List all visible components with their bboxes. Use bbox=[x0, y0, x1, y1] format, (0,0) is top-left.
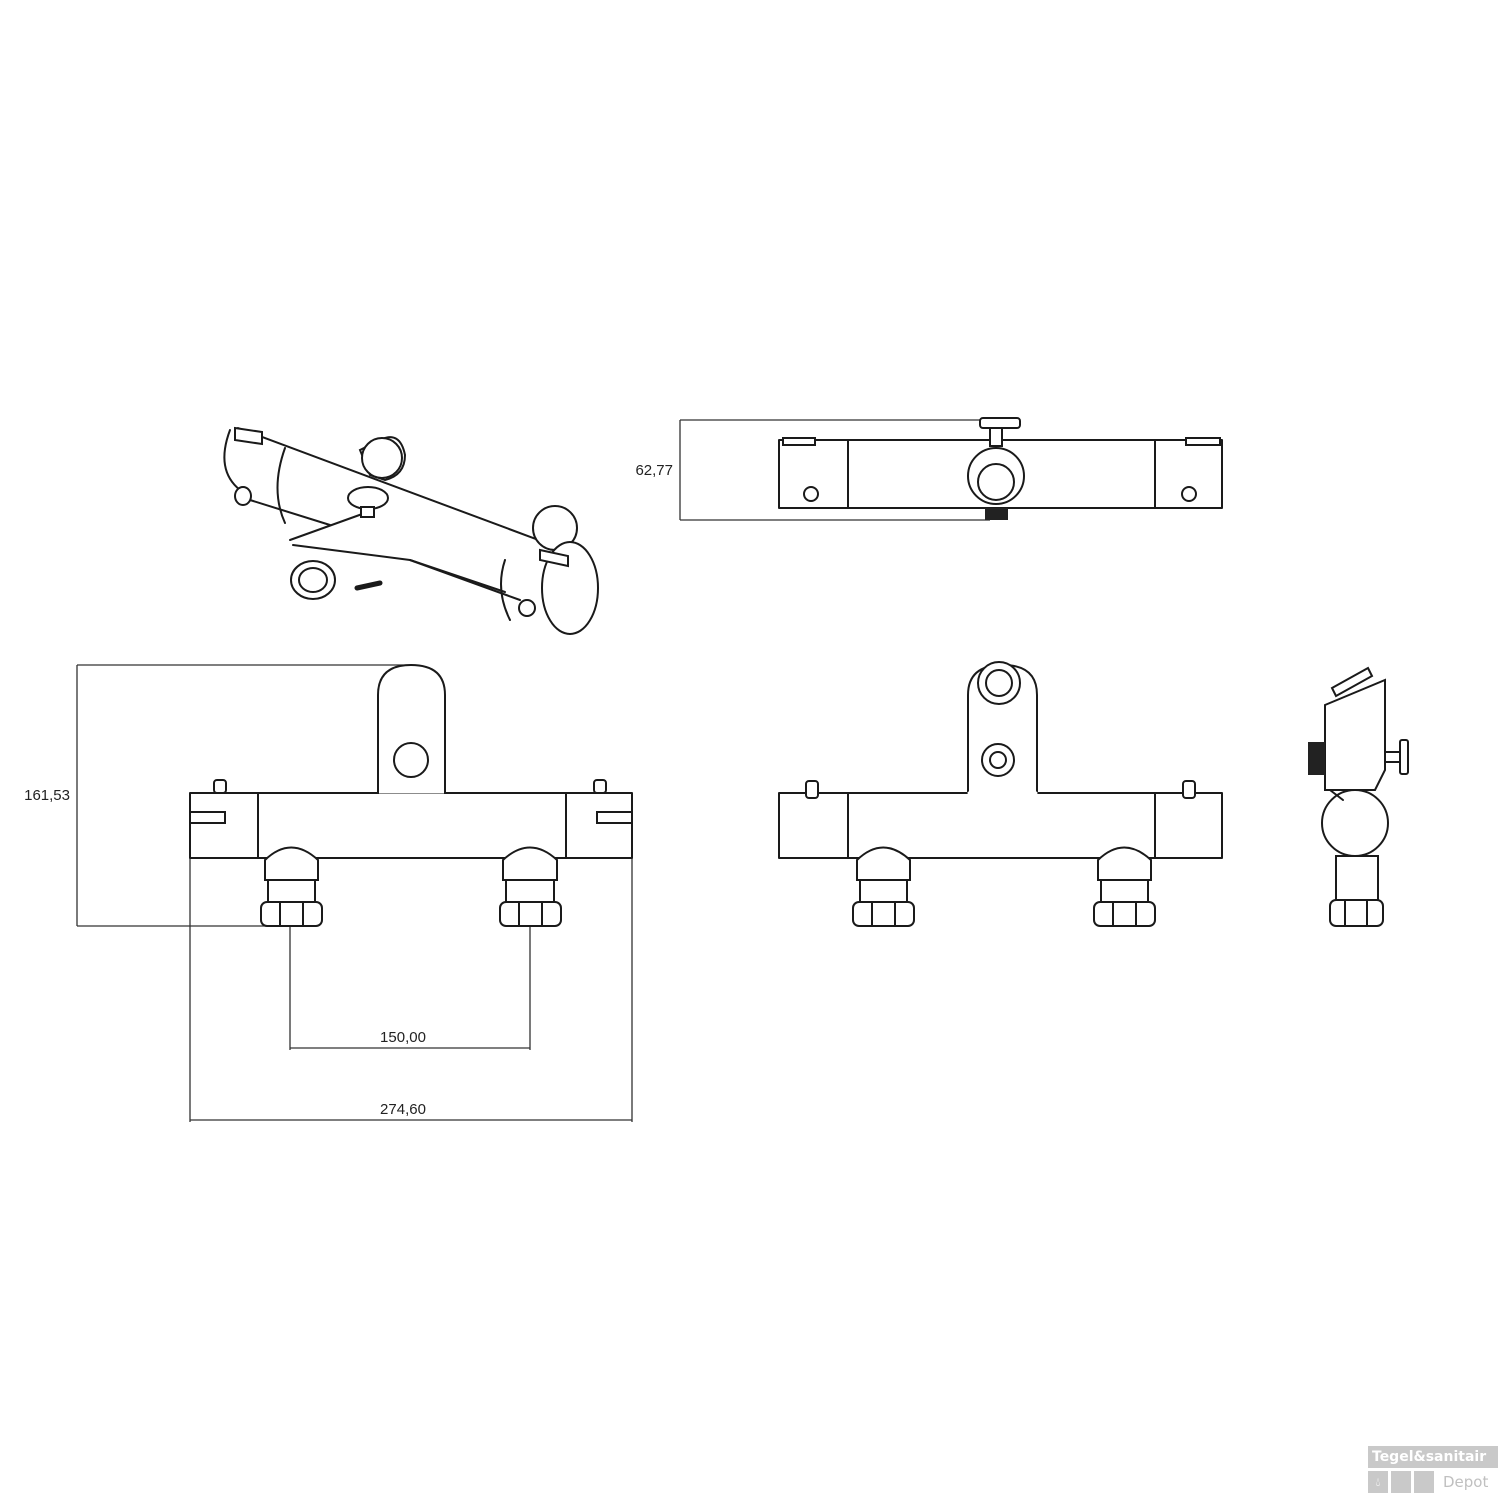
logo-name: Tegel&sanitair bbox=[1368, 1446, 1498, 1468]
side-view bbox=[1308, 666, 1409, 927]
top-view bbox=[679, 417, 1223, 521]
logo-tile-icon bbox=[1391, 1471, 1411, 1493]
dim-front-view-height: 161,53 bbox=[24, 787, 70, 804]
brand-logo: Tegel&sanitair 💧︎ Depot bbox=[1368, 1446, 1498, 1493]
water-drop-icon: 💧︎ bbox=[1368, 1471, 1388, 1493]
dim-top-view-height: 62,77 bbox=[635, 462, 673, 479]
logo-tile-icon bbox=[1414, 1471, 1434, 1493]
isometric-view bbox=[223, 426, 599, 635]
logo-subtitle: Depot bbox=[1443, 1473, 1489, 1491]
front-view bbox=[76, 663, 633, 1122]
dim-inlet-spacing: 150,00 bbox=[380, 1029, 426, 1046]
dim-overall-width: 274,60 bbox=[380, 1101, 426, 1118]
rear-view bbox=[778, 661, 1223, 927]
